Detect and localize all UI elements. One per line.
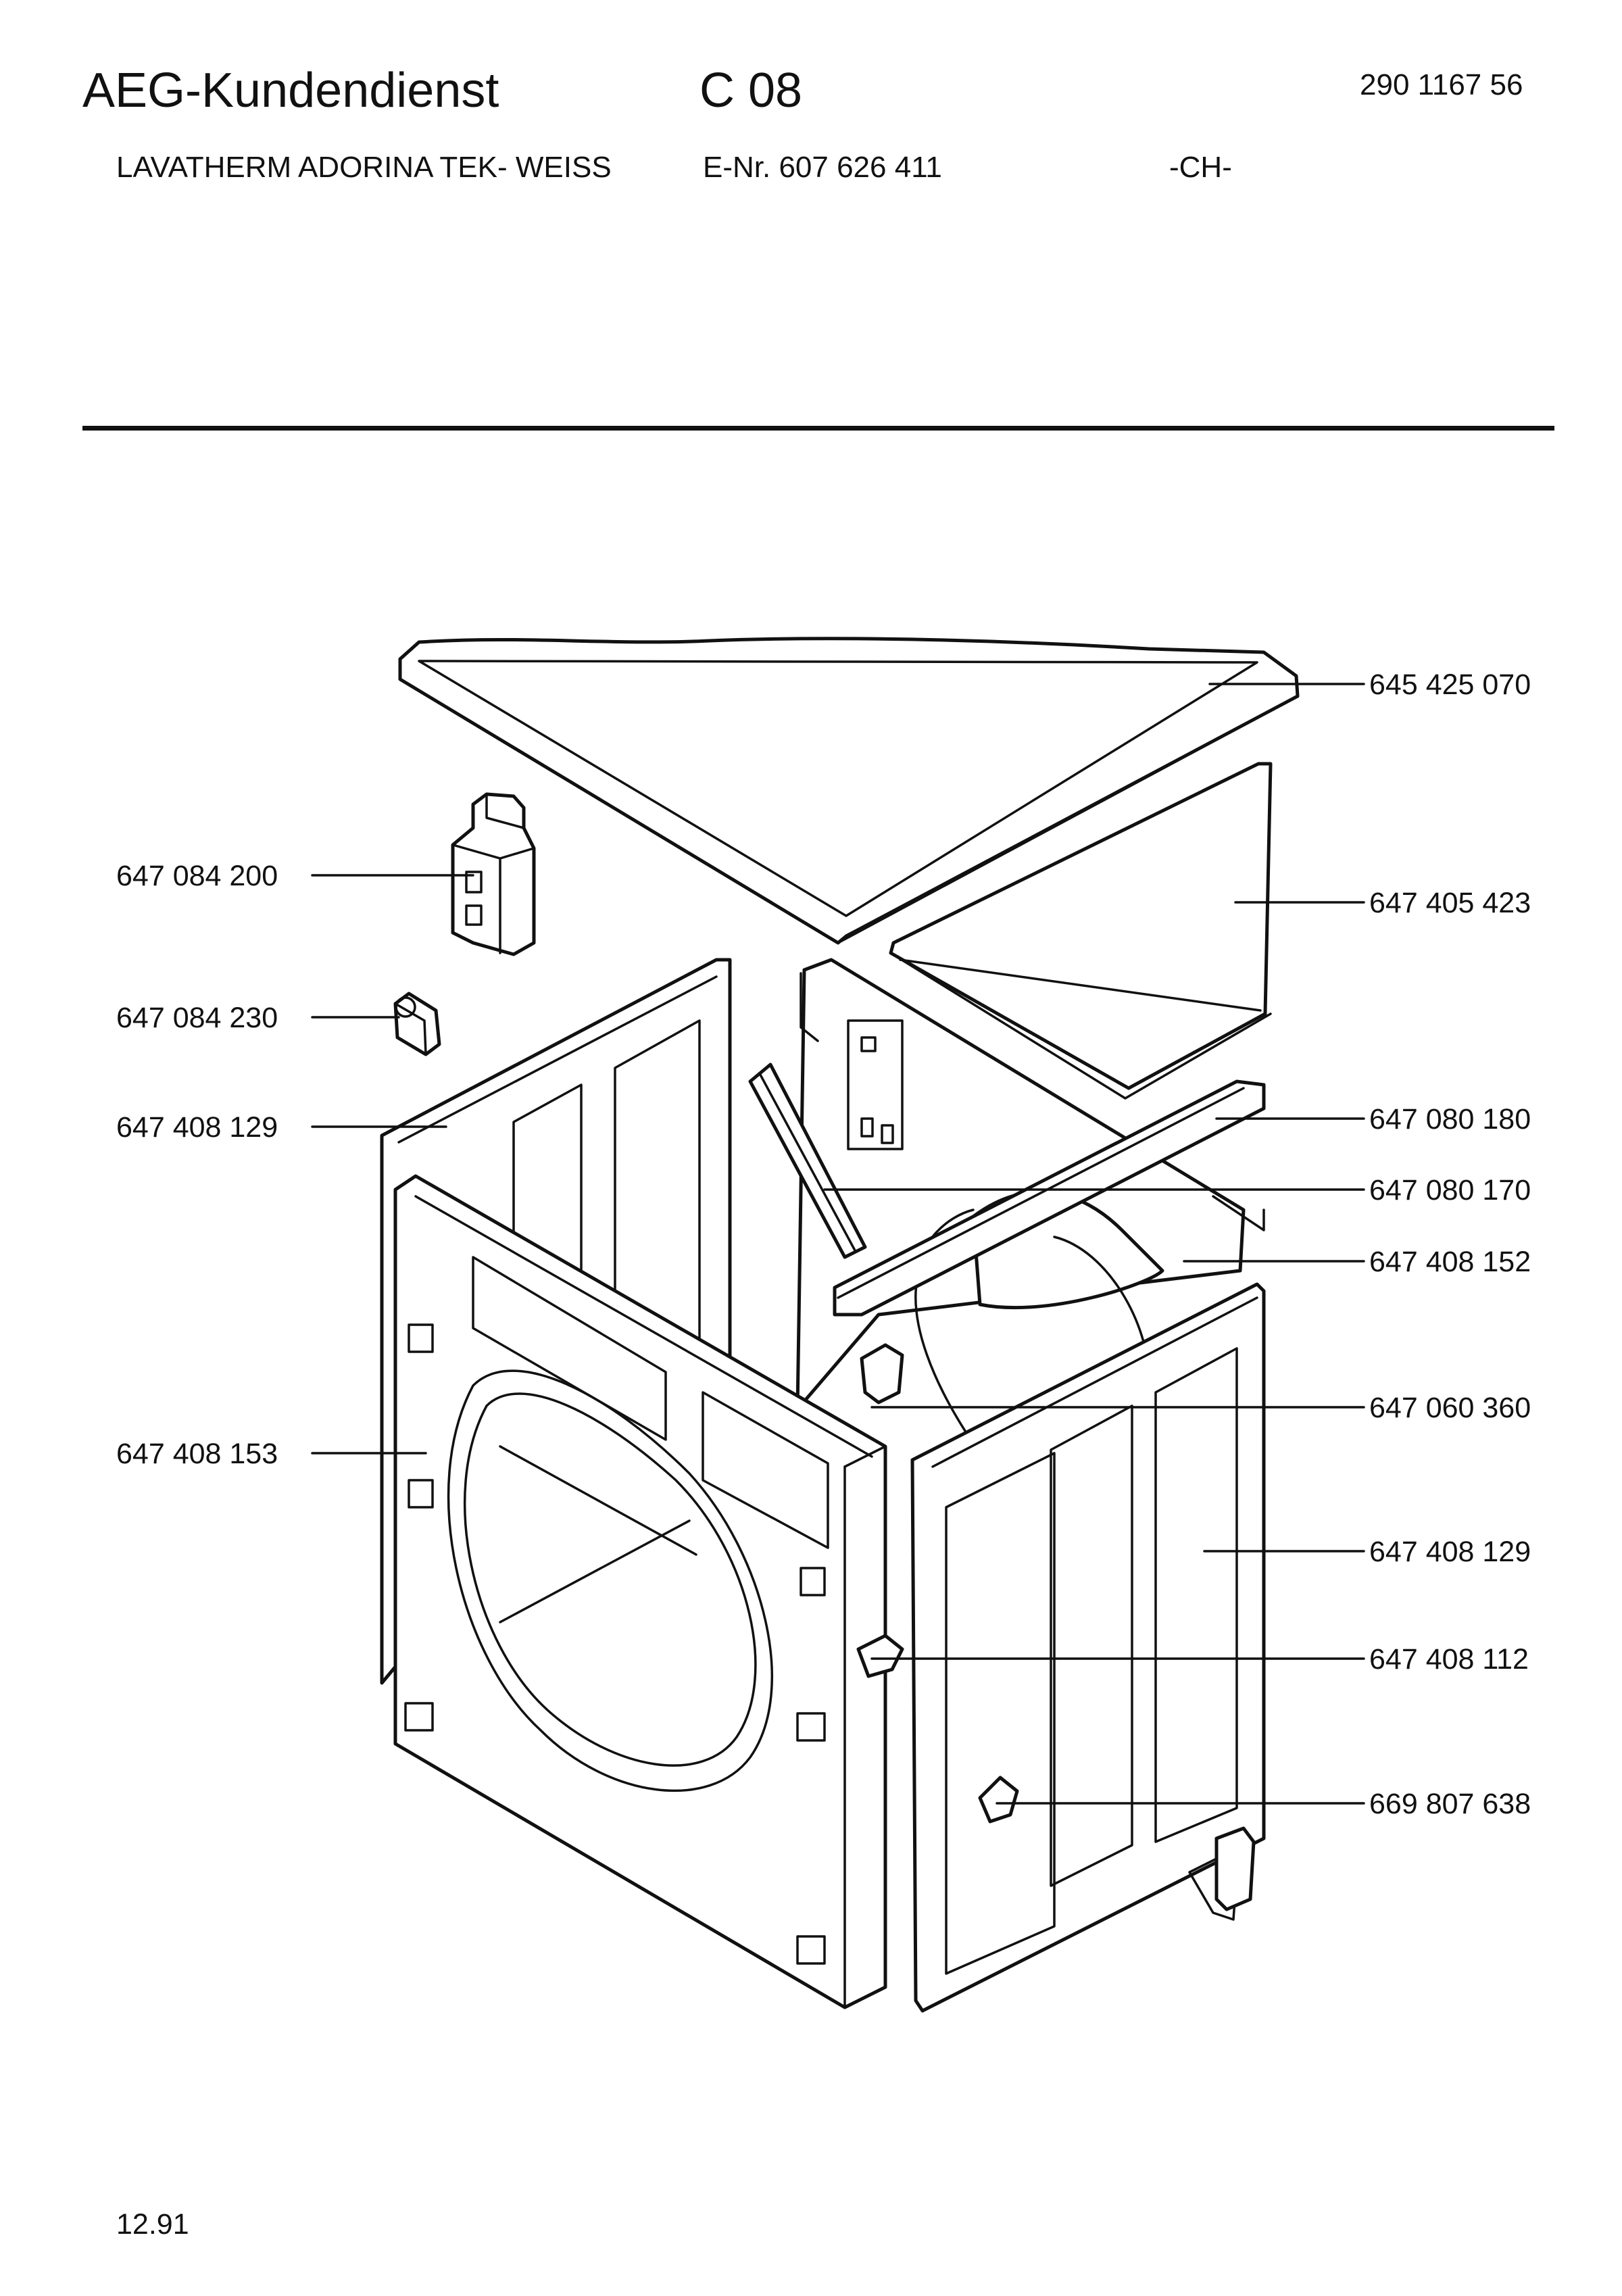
part-number-label: 647 408 152 — [1369, 1246, 1531, 1278]
footer-date: 12.91 — [116, 2208, 189, 2241]
part-number-label: 647 408 153 — [116, 1438, 278, 1470]
top-lid-drawing — [398, 637, 1300, 945]
small-parts-drawing — [856, 1343, 1256, 1911]
diagonal-strut-drawing — [748, 1062, 867, 1259]
part-number-label: 669 807 638 — [1369, 1788, 1531, 1820]
front-panel-drawing — [393, 1174, 887, 2009]
right-side-panel-drawing — [910, 1282, 1266, 2013]
e-number: E-Nr. 607 626 411 — [703, 151, 942, 184]
document-number: 290 1167 56 — [1360, 68, 1523, 101]
clip-part-drawing — [393, 992, 441, 1056]
rear-panel-drawing — [889, 762, 1273, 1100]
header-divider — [82, 426, 1554, 431]
part-number-label: 647 405 423 — [1369, 887, 1531, 919]
part-number-label: 645 425 070 — [1369, 668, 1531, 701]
cross-strut-drawing — [833, 1079, 1266, 1317]
part-number-label: 647 084 200 — [116, 860, 278, 892]
part-number-label: 647 080 180 — [1369, 1103, 1531, 1135]
part-number-label: 647 060 360 — [1369, 1392, 1531, 1424]
model-name: LAVATHERM ADORINA TEK- WEISS — [116, 151, 612, 184]
switch-part-drawing — [451, 792, 536, 956]
leader-lines — [311, 683, 1365, 1805]
part-number-label: 647 408 129 — [116, 1111, 278, 1144]
section-code: C 08 — [699, 64, 803, 118]
part-number-label: 647 084 230 — [116, 1002, 278, 1034]
part-number-label: 647 080 170 — [1369, 1174, 1531, 1206]
part-number-label: 647 408 129 — [1369, 1536, 1531, 1568]
header-title: AEG-Kundendienst — [82, 64, 499, 118]
part-number-label: 647 408 112 — [1369, 1643, 1529, 1676]
country-code: -CH- — [1169, 151, 1232, 184]
